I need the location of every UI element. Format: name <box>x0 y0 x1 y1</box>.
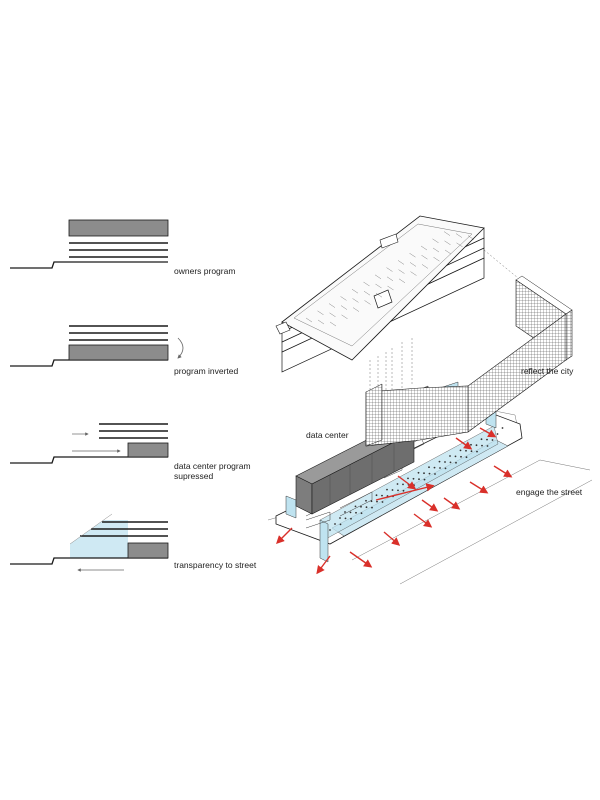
step-label: owners program <box>174 266 235 276</box>
column-dot <box>382 501 384 503</box>
step-datacenter-supressed: data center program supressed <box>10 424 251 481</box>
step-label: program inverted <box>174 366 239 376</box>
step-label: transparency to street <box>174 560 257 570</box>
column-dot <box>445 468 447 470</box>
column-dot <box>449 455 451 457</box>
column-dot <box>334 523 336 525</box>
column-dot <box>466 456 468 458</box>
column-dot <box>455 456 457 458</box>
column-dot <box>413 484 415 486</box>
column-dot <box>481 445 483 447</box>
column-dot <box>439 461 441 463</box>
column-dot <box>344 511 346 513</box>
column-dot <box>450 462 452 464</box>
column-dot <box>329 529 331 531</box>
column-dot <box>471 450 473 452</box>
column-dot <box>360 506 362 508</box>
column-dot <box>492 439 494 441</box>
column-dot <box>460 456 462 458</box>
column-dot <box>476 451 478 453</box>
column-dot <box>439 467 441 469</box>
column-dot <box>424 479 426 481</box>
column-dot <box>418 472 420 474</box>
column-dot <box>340 524 342 526</box>
rotate-arrow-icon <box>178 338 183 358</box>
column-dot <box>502 427 504 429</box>
column-dot <box>355 512 357 514</box>
column-dot <box>418 478 420 480</box>
parking-decks <box>276 216 484 372</box>
column-dot <box>402 484 404 486</box>
ground-line <box>10 360 168 366</box>
column-dot <box>455 462 457 464</box>
column-dot <box>371 507 373 509</box>
column-dot <box>339 517 341 519</box>
step-program-inverted: program inverted <box>10 326 239 376</box>
column-dot <box>397 490 399 492</box>
column-dot <box>487 445 489 447</box>
column-dot <box>361 512 363 514</box>
column-dot <box>428 466 430 468</box>
label-data-center: data center <box>306 430 349 440</box>
column-dot <box>386 489 388 491</box>
column-dot <box>366 506 368 508</box>
program-block <box>69 220 168 236</box>
ground-line <box>10 457 168 463</box>
step-transparency: transparency to street <box>10 514 257 570</box>
column-dot <box>476 444 478 446</box>
step-label: data center program <box>174 461 251 471</box>
column-dot <box>397 483 399 485</box>
ground-line <box>10 262 168 268</box>
step-owners-program: owners program <box>10 220 235 276</box>
step-label-line2: supressed <box>174 471 213 481</box>
column-dot <box>381 495 383 497</box>
column-dot <box>481 438 483 440</box>
datacenter-block <box>128 543 168 558</box>
column-dot <box>403 490 405 492</box>
column-dot <box>465 450 467 452</box>
column-dot <box>345 518 347 520</box>
transparency-fill <box>70 520 128 558</box>
column-dot <box>376 501 378 503</box>
ground-line <box>10 558 168 564</box>
column-dot <box>413 478 415 480</box>
column-dot <box>423 472 425 474</box>
column-dot <box>434 467 436 469</box>
column-dot <box>355 506 357 508</box>
column-dot <box>350 518 352 520</box>
column-dot <box>376 494 378 496</box>
column-dot <box>444 461 446 463</box>
column-dot <box>470 444 472 446</box>
label-reflect-city: reflect the city <box>521 366 574 376</box>
datacenter-block <box>128 443 168 457</box>
column-dot <box>497 433 499 435</box>
column-dot <box>350 512 352 514</box>
column-dot <box>460 450 462 452</box>
column-dot <box>407 478 409 480</box>
program-block <box>69 345 168 360</box>
column-dot <box>392 489 394 491</box>
label-engage-street: engage the street <box>516 487 583 497</box>
column-dot <box>429 473 431 475</box>
column-dot <box>434 473 436 475</box>
column-dot <box>486 439 488 441</box>
column-dot <box>365 500 367 502</box>
